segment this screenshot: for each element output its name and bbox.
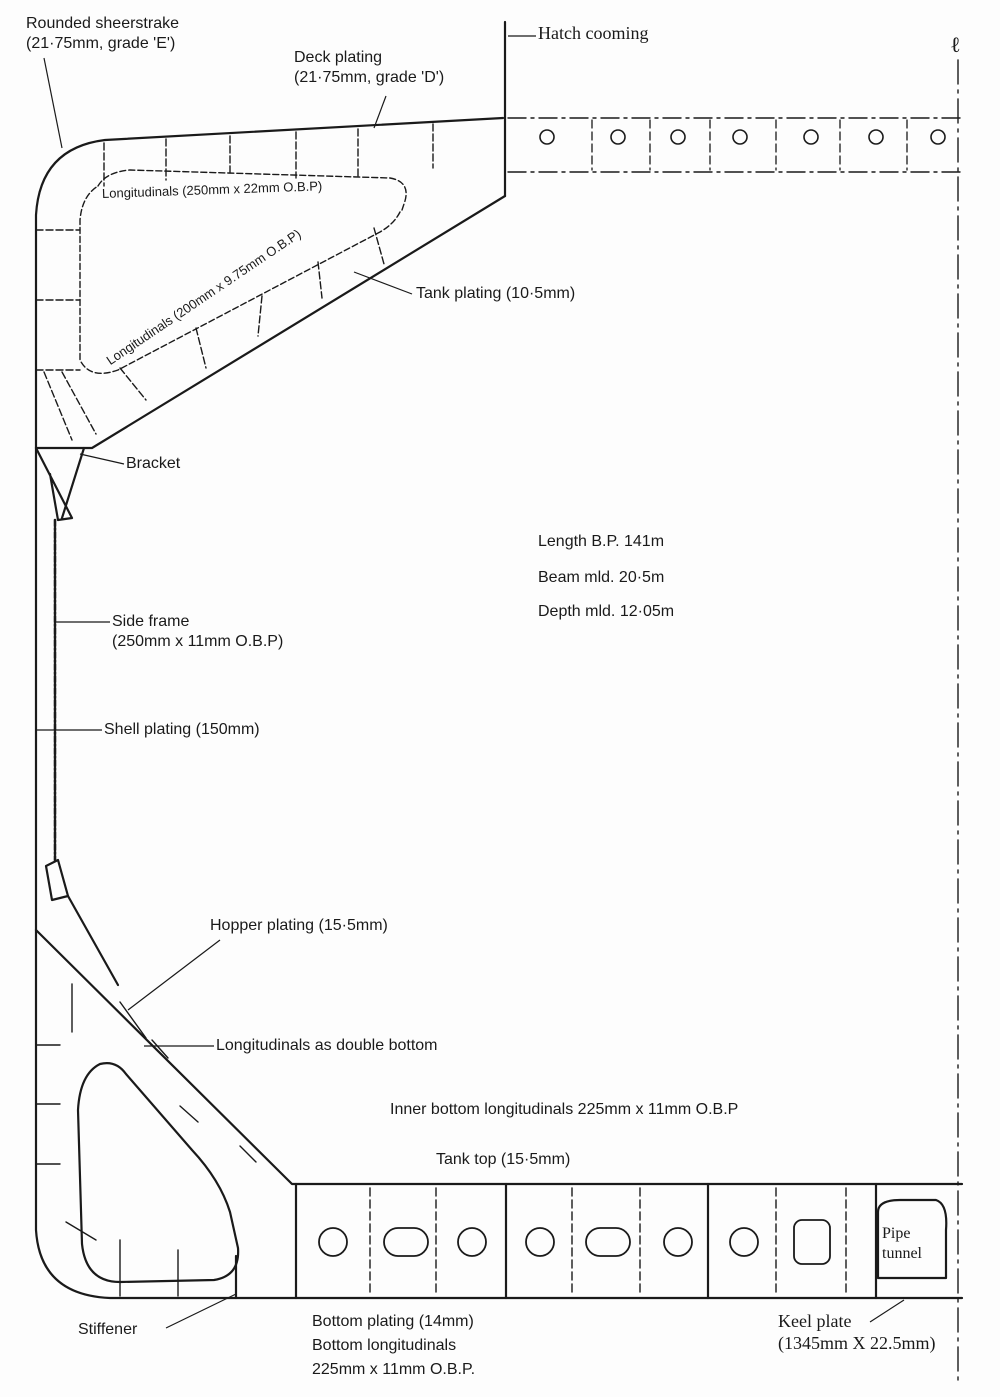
sloping-stiffeners <box>119 227 385 401</box>
hopper-plating-label: Hopper plating (15·5mm) <box>210 917 388 934</box>
side-frame-spec: (250mm x 11mm O.B.P) <box>112 633 284 650</box>
bottom-plating-line-3: 225mm x 11mm O.B.P. <box>312 1361 476 1378</box>
centreline-symbol: ℓ <box>950 32 961 57</box>
length-bp-label: Length B.P. 141m <box>538 533 665 550</box>
side-frame-label: Side frame (250mm x 11mm O.B.P) <box>112 612 283 652</box>
keel-plate-spec: (1345mm X 22.5mm) <box>778 1333 936 1353</box>
upper-longitudinals-outline <box>97 169 407 211</box>
hopper-plating <box>34 928 964 1186</box>
leader-lines <box>36 35 905 1329</box>
side-stiffeners-upper <box>35 229 81 371</box>
bottom-plating-line-2: Bottom longitudinals <box>312 1337 457 1354</box>
inner-bottom-longitudinals-label: Inner bottom longitudinals 225mm x 11mm … <box>390 1101 739 1118</box>
pipe-tunnel-outline <box>876 1198 948 1280</box>
deck-strip-frames <box>591 119 908 171</box>
topside-tank-plating <box>34 194 507 450</box>
deck-plating-title: Deck plating <box>294 49 383 66</box>
bottom-plating-line-1: Bottom plating (14mm) <box>312 1313 474 1330</box>
bottom-plating-label: Bottom plating (14mm) Bottom longitudina… <box>312 1310 475 1382</box>
hatch-coaming-label: Hatch cooming <box>538 23 649 43</box>
shell-plating-label: Shell plating (150mm) <box>104 721 260 738</box>
double-bottom-longitudinals <box>369 1187 847 1295</box>
deck-plating-label: Deck plating (21·75mm, grade 'D') <box>294 48 444 88</box>
deck-centre-strip <box>507 117 963 173</box>
pipe-tunnel-line-2: tunnel <box>882 1245 922 1262</box>
bottom-stiffeners-left <box>65 1221 179 1297</box>
pipe-tunnel-line-1: Pipe <box>882 1225 911 1242</box>
beam-mld-label: Beam mld. 20·5m <box>538 569 665 586</box>
deck-beam-stiffeners <box>103 123 434 187</box>
tank-longitudinals-outline <box>79 185 401 374</box>
deck-plating-spec: (21·75mm, grade 'D') <box>294 69 445 86</box>
pipe-tunnel-label: Pipe tunnel <box>882 1224 922 1264</box>
lower-bracket <box>44 858 70 902</box>
tank-top-label: Tank top (15·5mm) <box>436 1151 571 1168</box>
outer-shell-plating <box>34 116 964 1300</box>
double-bottom-floors <box>294 1182 878 1300</box>
deck-lightening-holes <box>539 129 946 145</box>
keel-plate-label: Keel plate (1345mm X 22.5mm) <box>778 1310 936 1354</box>
stiffener-label: Stiffener <box>78 1321 138 1338</box>
keel-plate-title: Keel plate <box>778 1311 852 1331</box>
lower-tank-frames <box>43 371 97 441</box>
bracket-label: Bracket <box>126 455 181 472</box>
hopper-longitudinals-label: Longitudinals as double bottom <box>216 1037 438 1054</box>
hopper-stiffeners <box>35 983 257 1165</box>
rounded-sheerstrake-spec: (21·75mm, grade 'E') <box>26 35 176 52</box>
depth-mld-label: Depth mld. 12·05m <box>538 603 675 620</box>
tank-plating-label: Tank plating (10·5mm) <box>416 285 576 302</box>
double-bottom-lightening-holes <box>318 1219 831 1265</box>
rounded-sheerstrake-label: Rounded sheerstrake (21·75mm, grade 'E') <box>26 14 179 54</box>
hopper-sloping-web <box>66 894 120 987</box>
upper-bracket <box>34 446 86 522</box>
rounded-sheerstrake-title: Rounded sheerstrake <box>26 15 179 32</box>
hopper-longitudinals-outline <box>76 1062 240 1284</box>
side-frame-title: Side frame <box>112 613 190 630</box>
